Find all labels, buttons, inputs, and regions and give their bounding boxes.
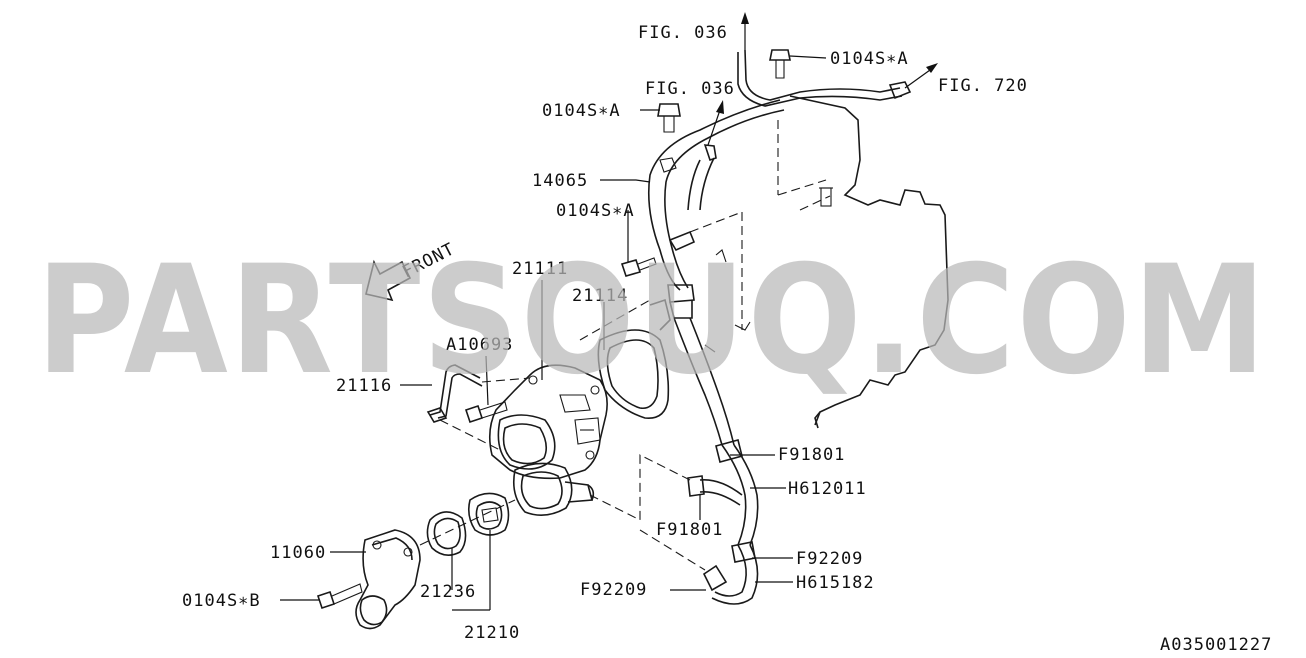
bolt-a10693 [464, 401, 508, 424]
hose-h615182 [711, 544, 759, 605]
fig-036-top-arrow [741, 12, 749, 50]
part-labels: FIG. 036 0104S∗A FIG. 720 FIG. 036 0104S… [182, 23, 1028, 643]
label-clamp-f91801-lower: F91801 [656, 520, 723, 540]
engine-block-outline [689, 95, 949, 429]
label-hose-h612011: H612011 [788, 479, 867, 499]
fig-036-mid-arrow [707, 100, 724, 146]
label-fig720: FIG. 720 [938, 76, 1028, 96]
label-clamp-f92209-right: F92209 [796, 549, 863, 569]
pipe-21116 [426, 364, 531, 451]
label-clamp-f92209-left: F92209 [580, 580, 647, 600]
thermostat-21210 [468, 492, 510, 536]
fig-720-arrow [904, 63, 938, 89]
figure-id: A035001227 [1160, 635, 1272, 653]
bolt-0104s-a-low [620, 257, 657, 277]
bolt-0104s-a-mid [657, 103, 681, 133]
label-fig036-top: FIG. 036 [638, 23, 728, 43]
label-gasket-21236: 21236 [420, 582, 476, 602]
label-bolt-a-mid: 0104S∗A [542, 101, 621, 121]
pipe-bracket [668, 230, 696, 252]
label-bolt-b: 0104S∗B [182, 591, 261, 611]
bolt-0104s-b [316, 583, 363, 610]
clamp-f91801-lower [687, 475, 705, 497]
clamp-f91801-upper [715, 439, 743, 463]
gasket-21236 [426, 511, 467, 556]
assembly-line-outlet [589, 454, 691, 521]
label-pipe-14065: 14065 [532, 171, 588, 191]
label-fig036-mid: FIG. 036 [645, 79, 735, 99]
label-bolt-a10693: A10693 [446, 335, 513, 355]
label-bolt-a-low: 0104S∗A [556, 201, 635, 221]
assembly-line-lower [639, 529, 706, 571]
clamp-f92209-left [702, 564, 728, 592]
bolt-0104s-a-top [769, 49, 791, 79]
label-bolt-a-top: 0104S∗A [830, 49, 909, 69]
label-clamp-f91801-upper: F91801 [778, 445, 845, 465]
leader-lines [280, 55, 827, 611]
label-cover-11060: 11060 [270, 543, 326, 563]
assembly-line-thermostat [419, 499, 516, 546]
label-gasket-21114: 21114 [572, 286, 628, 306]
label-hose-h615182: H615182 [796, 573, 875, 593]
label-thermostat-21210: 21210 [464, 623, 520, 643]
water-pump-21111 [488, 364, 608, 516]
thermostat-cover-11060 [355, 529, 421, 630]
watermark: PARTSOUQ.COM [36, 234, 1268, 408]
bypass-pipe-14065 [647, 49, 912, 446]
label-pump-21111: 21111 [512, 259, 568, 279]
label-pipe-21116: 21116 [336, 376, 392, 396]
